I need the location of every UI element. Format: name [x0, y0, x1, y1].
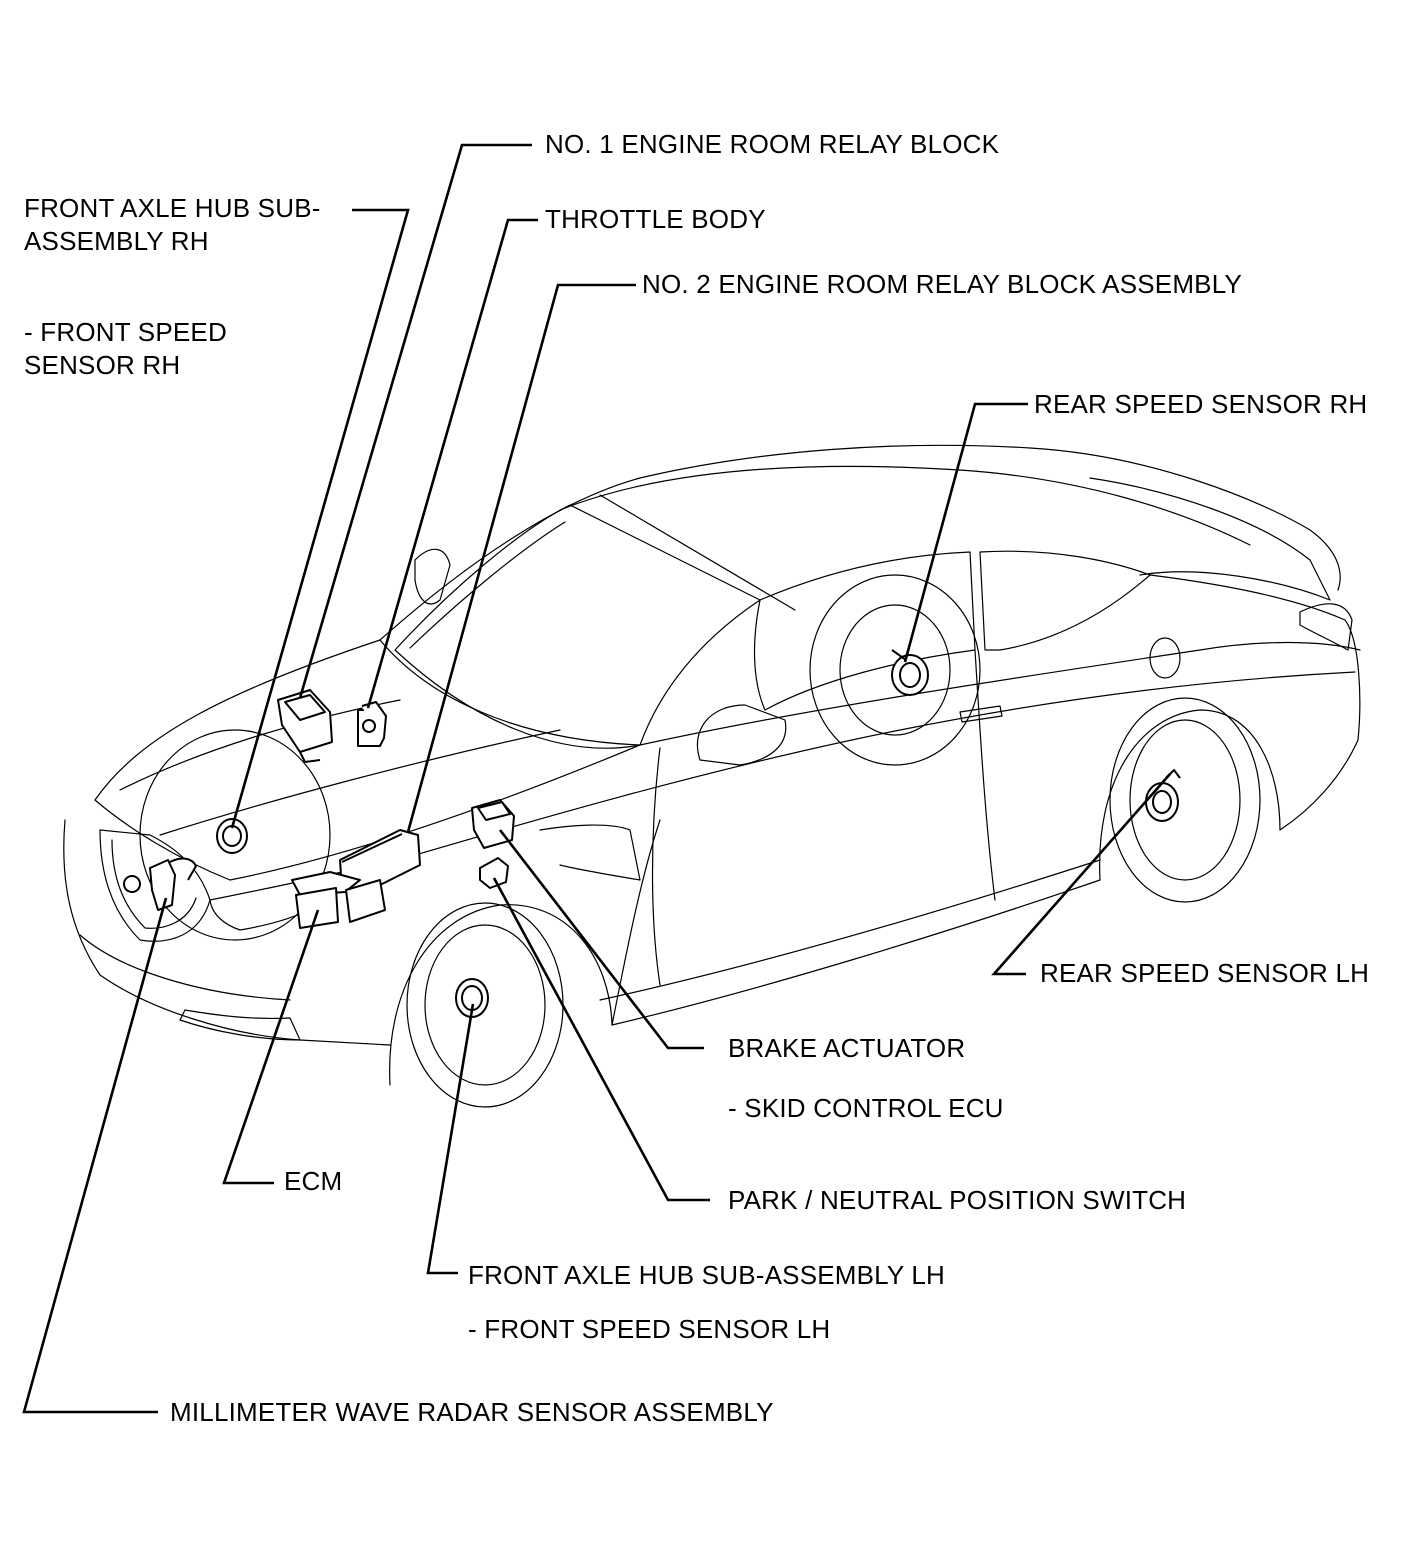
label-front-speed-sensor-rh-line1: - FRONT SPEED: [24, 317, 227, 347]
rear-side-window: [979, 550, 1151, 651]
front-bumper: [63, 819, 391, 1046]
leader-ecm: [222, 909, 320, 1185]
rear-wheel-inner: [1129, 719, 1241, 881]
grille-inner: [111, 839, 197, 929]
leader-throttle-body: [366, 218, 538, 709]
roof-line: [379, 444, 1341, 641]
parts: [123, 649, 1181, 1018]
fuel-door: [1149, 637, 1181, 679]
radar-sensor-part: [123, 857, 197, 911]
exhaust-pipes: [539, 824, 641, 881]
leader-no1-relay-block: [298, 143, 532, 699]
label-throttle-body: THROTTLE BODY: [545, 204, 766, 234]
label-no2-engine-room-relay-block-assembly: NO. 2 ENGINE ROOM RELAY BLOCK ASSEMBLY: [642, 269, 1243, 299]
fog-lamp: [179, 1009, 301, 1041]
label-ecm: ECM: [284, 1166, 343, 1196]
roof-inner-line: [559, 465, 1251, 546]
rear-inner-wheel-rh-2: [839, 604, 951, 736]
rear-wheel: [1109, 697, 1261, 903]
leader-front-axle-hub-lh: [426, 1003, 475, 1275]
label-rear-speed-sensor-lh: REAR SPEED SENSOR LH: [1040, 958, 1370, 988]
no1-relay-block-part: [277, 689, 333, 763]
label-rear-speed-sensor-rh: REAR SPEED SENSOR RH: [1034, 389, 1368, 419]
label-front-axle-hub-lh: FRONT AXLE HUB SUB-ASSEMBLY LH: [468, 1260, 946, 1290]
windshield: [394, 504, 761, 749]
body-lower-line: [611, 879, 1101, 1026]
beltline: [639, 641, 1361, 746]
a-pillar-line: [599, 494, 796, 611]
hood-top: [94, 639, 641, 801]
label-front-axle-hub-rh-line2: ASSEMBLY RH: [24, 226, 209, 256]
lower-bumper-line: [79, 934, 291, 1001]
label-park-neutral-position-switch: PARK / NEUTRAL POSITION SWITCH: [728, 1185, 1187, 1215]
leader-radar-sensor: [22, 897, 168, 1414]
leader-lines: [22, 143, 1171, 1414]
label-front-axle-hub-rh-line1: FRONT AXLE HUB SUB-: [24, 193, 321, 223]
hood-front: [94, 744, 641, 881]
leader-rear-speed-sensor-lh: [991, 773, 1171, 976]
front-door-line: [651, 747, 661, 986]
rear-wheel-arch: [1099, 709, 1281, 881]
trunk-line: [1149, 574, 1361, 741]
label-brake-actuator: BRAKE ACTUATOR: [728, 1033, 966, 1063]
label-front-speed-sensor-lh: - FRONT SPEED SENSOR LH: [468, 1314, 831, 1344]
hood-crease: [119, 699, 401, 791]
leader-brake-actuator: [498, 829, 704, 1050]
label-millimeter-wave-radar-sensor-assembly: MILLIMETER WAVE RADAR SENSOR ASSEMBLY: [170, 1397, 774, 1427]
front-side-window: [753, 551, 976, 711]
rear-door-line: [974, 649, 996, 901]
tail-lamp: [1299, 603, 1353, 651]
park-neutral-switch-part: [479, 857, 509, 889]
label-skid-control-ecu: - SKID CONTROL ECU: [728, 1093, 1004, 1123]
hood-crease-2: [159, 729, 561, 836]
door-handle: [959, 705, 1003, 723]
rear-window: [1089, 477, 1331, 601]
ecm-part: [291, 871, 386, 929]
leader-no2-relay-block: [406, 283, 636, 833]
front-wheel-inner: [424, 924, 546, 1086]
front-speed-sensor-lh-part: [455, 978, 489, 1018]
cowl-detail: [414, 548, 451, 605]
leader-park-neutral-switch: [492, 877, 710, 1202]
rear-speed-sensor-rh-part: [891, 649, 929, 696]
car-outline: [63, 444, 1361, 1108]
leader-rear-speed-sensor-rh: [903, 402, 1028, 663]
throttle-body-part: [357, 701, 387, 747]
front-inner-wheel-rh: [139, 729, 331, 941]
rocker-line: [599, 859, 1101, 1001]
leader-front-axle-hub-rh: [230, 208, 410, 829]
rear-bumper: [1279, 739, 1359, 831]
label-no1-engine-room-relay-block: NO. 1 ENGINE ROOM RELAY BLOCK: [545, 129, 1000, 159]
label-front-speed-sensor-rh-line2: SENSOR RH: [24, 350, 181, 380]
rear-inner-wheel-rh: [809, 574, 981, 766]
front-fender-line: [611, 819, 661, 1026]
side-mirror: [696, 704, 787, 766]
windshield-inner: [409, 521, 566, 649]
